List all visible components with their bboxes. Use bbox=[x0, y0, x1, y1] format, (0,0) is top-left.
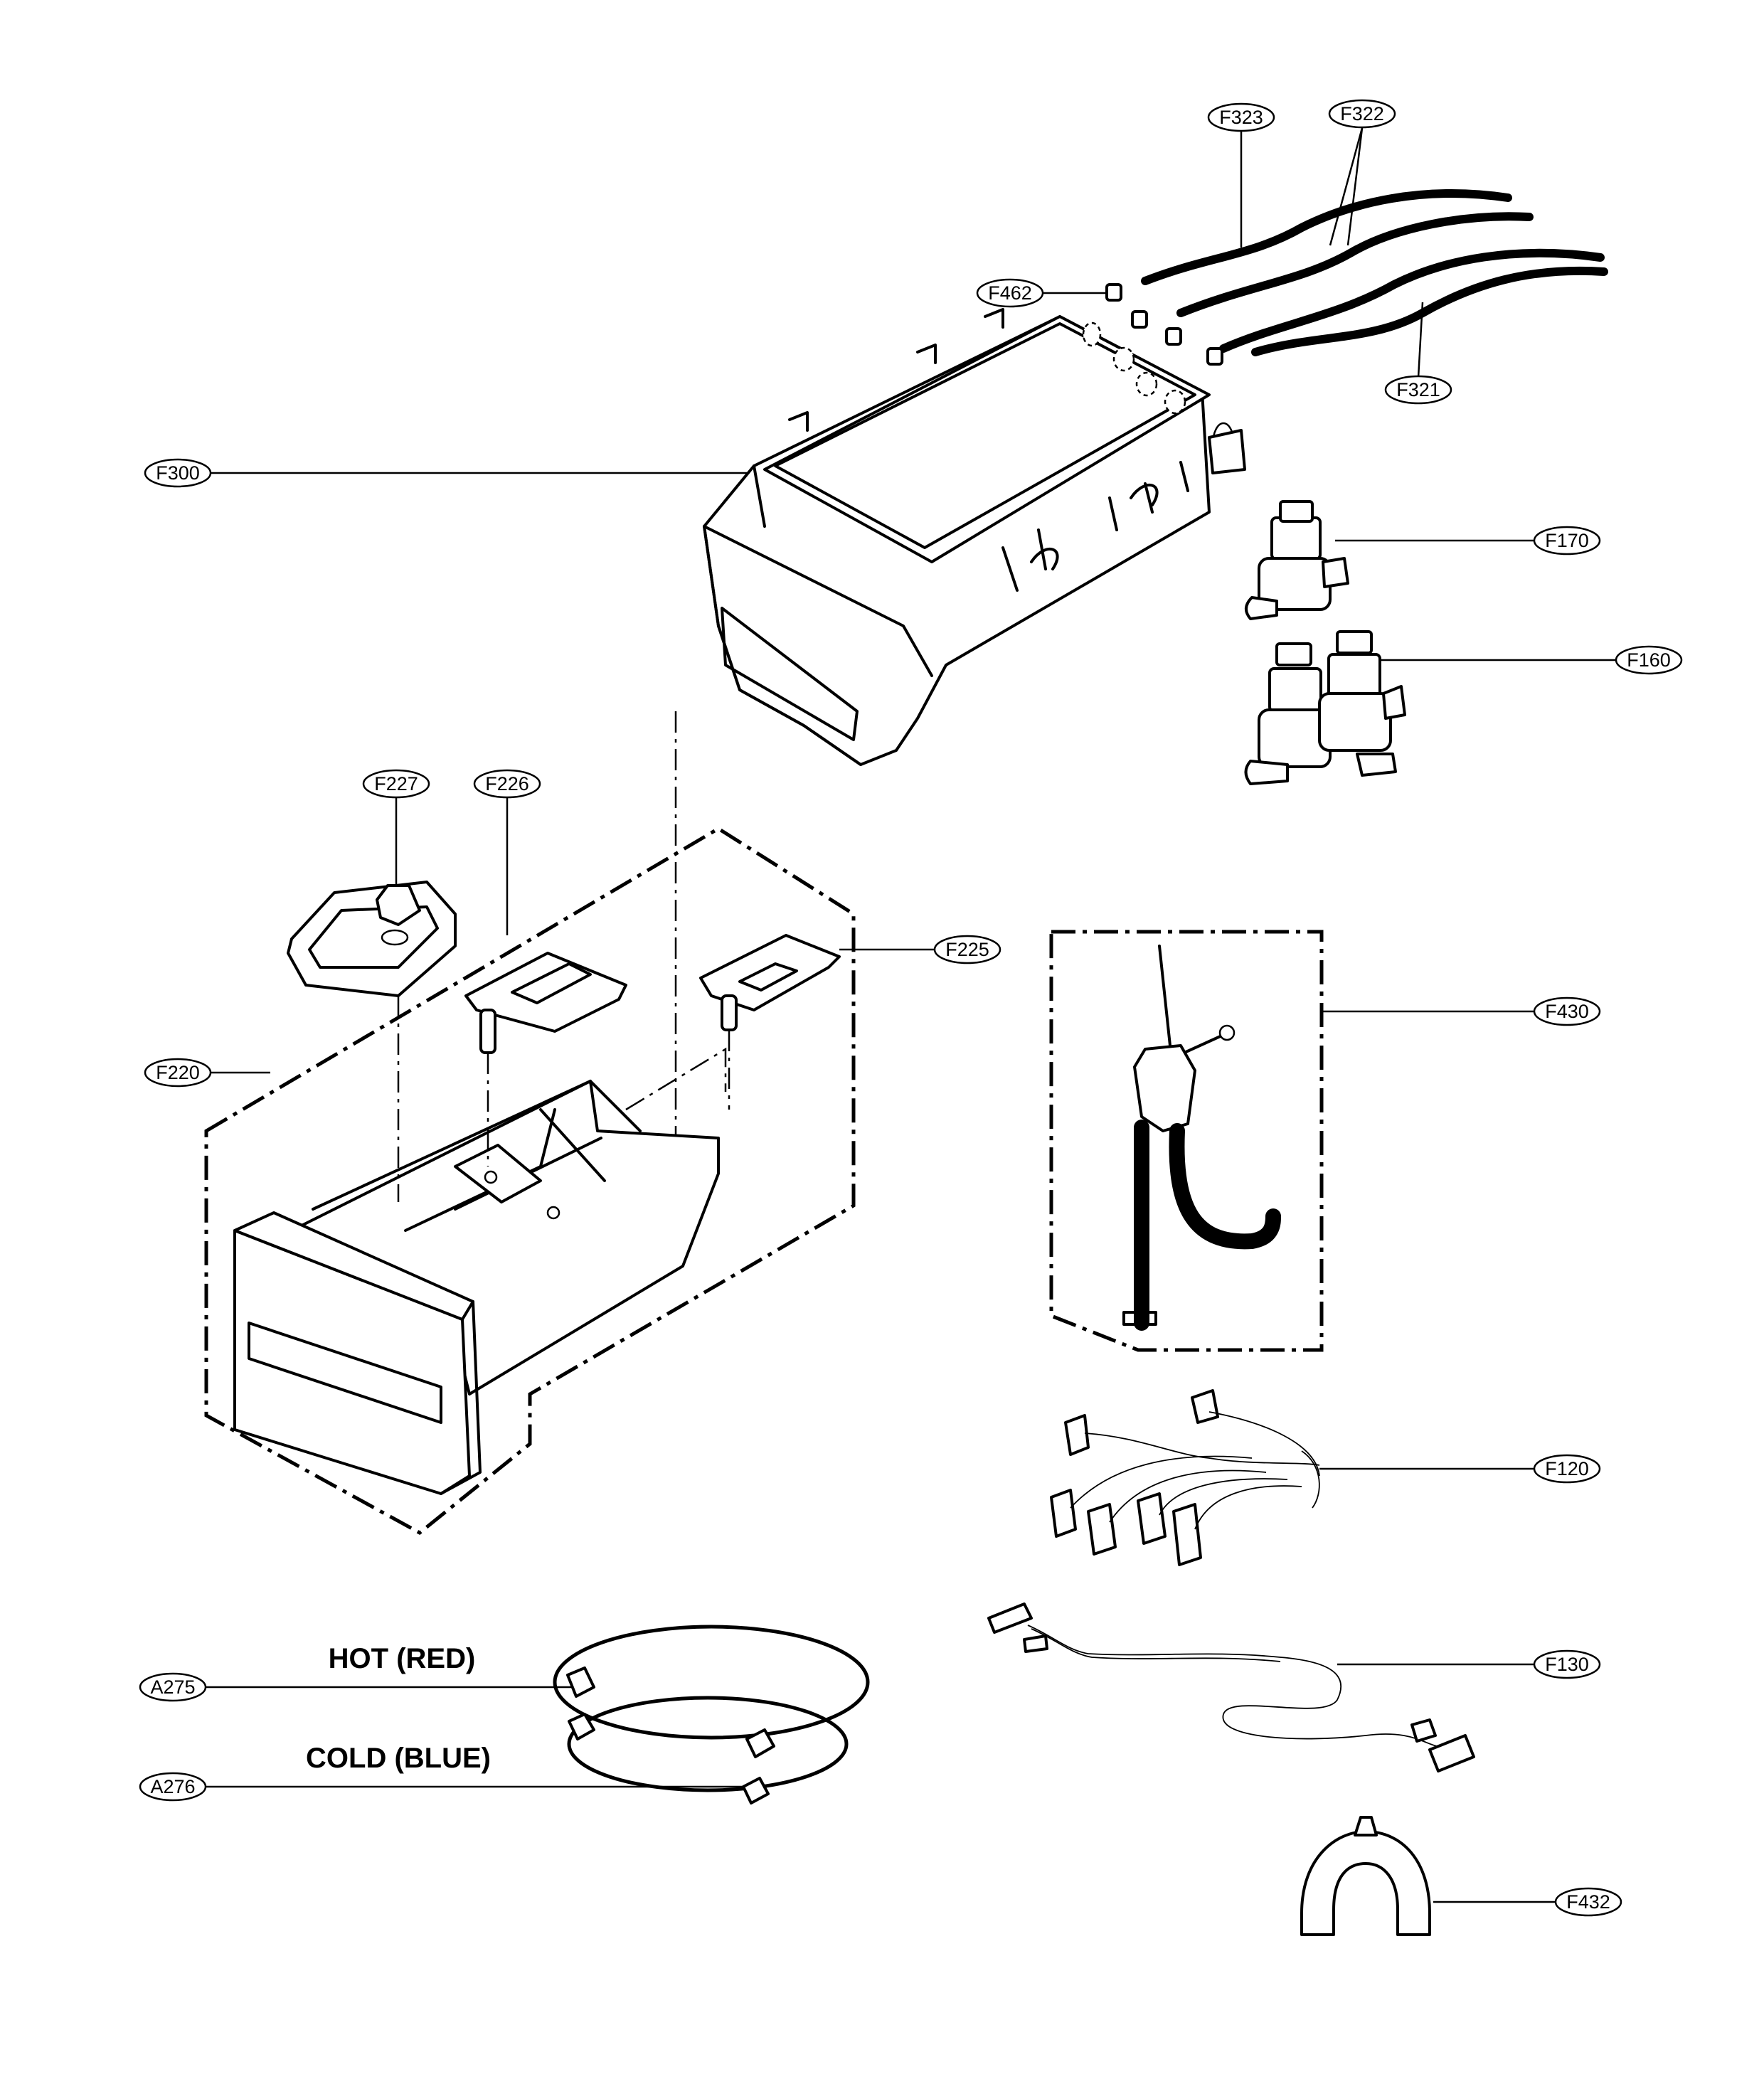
callout-F430: F430 bbox=[1533, 996, 1601, 1026]
callout-A276: A276 bbox=[139, 1772, 207, 1802]
drain-hose-icon bbox=[1122, 945, 1281, 1331]
detergent-drawer-icon bbox=[233, 1080, 720, 1495]
leader-lines bbox=[203, 127, 1618, 1903]
callout-label-A276: A276 bbox=[150, 1776, 195, 1797]
cold-hose-note: COLD (BLUE) bbox=[306, 1743, 491, 1774]
callout-F225: F225 bbox=[933, 935, 1001, 964]
supply-hose-icon bbox=[553, 1625, 870, 1804]
callout-F227: F227 bbox=[362, 769, 430, 799]
callout-label-F225: F225 bbox=[945, 939, 989, 960]
callout-label-F322: F322 bbox=[1340, 103, 1384, 124]
callout-label-F160: F160 bbox=[1627, 649, 1671, 671]
callout-label-F130: F130 bbox=[1545, 1654, 1589, 1675]
water-valve-icon-double bbox=[1244, 630, 1406, 785]
inlet-hose-icon bbox=[1141, 189, 1608, 356]
water-valve-icon bbox=[1245, 500, 1349, 620]
callout-label-F323: F323 bbox=[1219, 107, 1263, 128]
callout-label-F227: F227 bbox=[374, 773, 418, 794]
wire-harness-icon bbox=[1050, 1389, 1320, 1566]
drain-hose-box bbox=[1049, 930, 1324, 1352]
siphon-cap-icon bbox=[287, 881, 841, 1202]
harness-icon bbox=[987, 1602, 1475, 1772]
callout-label-F300: F300 bbox=[156, 462, 200, 484]
callout-F220: F220 bbox=[144, 1058, 212, 1088]
callout-label-F430: F430 bbox=[1545, 1001, 1589, 1022]
callout-F321: F321 bbox=[1384, 375, 1452, 405]
callout-label-F170: F170 bbox=[1545, 530, 1589, 551]
callout-F300: F300 bbox=[144, 458, 212, 488]
callout-label-F462: F462 bbox=[988, 282, 1032, 304]
callout-label-F432: F432 bbox=[1566, 1891, 1610, 1913]
callout-F322: F322 bbox=[1328, 99, 1396, 129]
callout-F130: F130 bbox=[1533, 1649, 1601, 1679]
callout-F170: F170 bbox=[1533, 526, 1601, 556]
callout-label-F220: F220 bbox=[156, 1062, 200, 1083]
dispenser-housing-icon bbox=[703, 308, 1246, 766]
hose-guide-icon bbox=[1300, 1816, 1431, 1936]
callout-F323: F323 bbox=[1207, 102, 1275, 132]
hot-hose-note: HOT (RED) bbox=[329, 1643, 476, 1674]
callout-label-A275: A275 bbox=[150, 1676, 195, 1698]
callout-F432: F432 bbox=[1554, 1887, 1622, 1917]
callout-F226: F226 bbox=[473, 769, 541, 799]
callout-A275: A275 bbox=[139, 1672, 207, 1702]
callout-label-F226: F226 bbox=[485, 773, 529, 794]
callout-F160: F160 bbox=[1615, 645, 1683, 675]
callout-F462: F462 bbox=[976, 278, 1044, 308]
hose-clamp-icon bbox=[1105, 283, 1223, 366]
callout-label-F321: F321 bbox=[1396, 379, 1440, 400]
drawer-envelope bbox=[204, 711, 856, 1535]
callout-F120: F120 bbox=[1533, 1454, 1601, 1484]
callout-label-F120: F120 bbox=[1545, 1458, 1589, 1479]
